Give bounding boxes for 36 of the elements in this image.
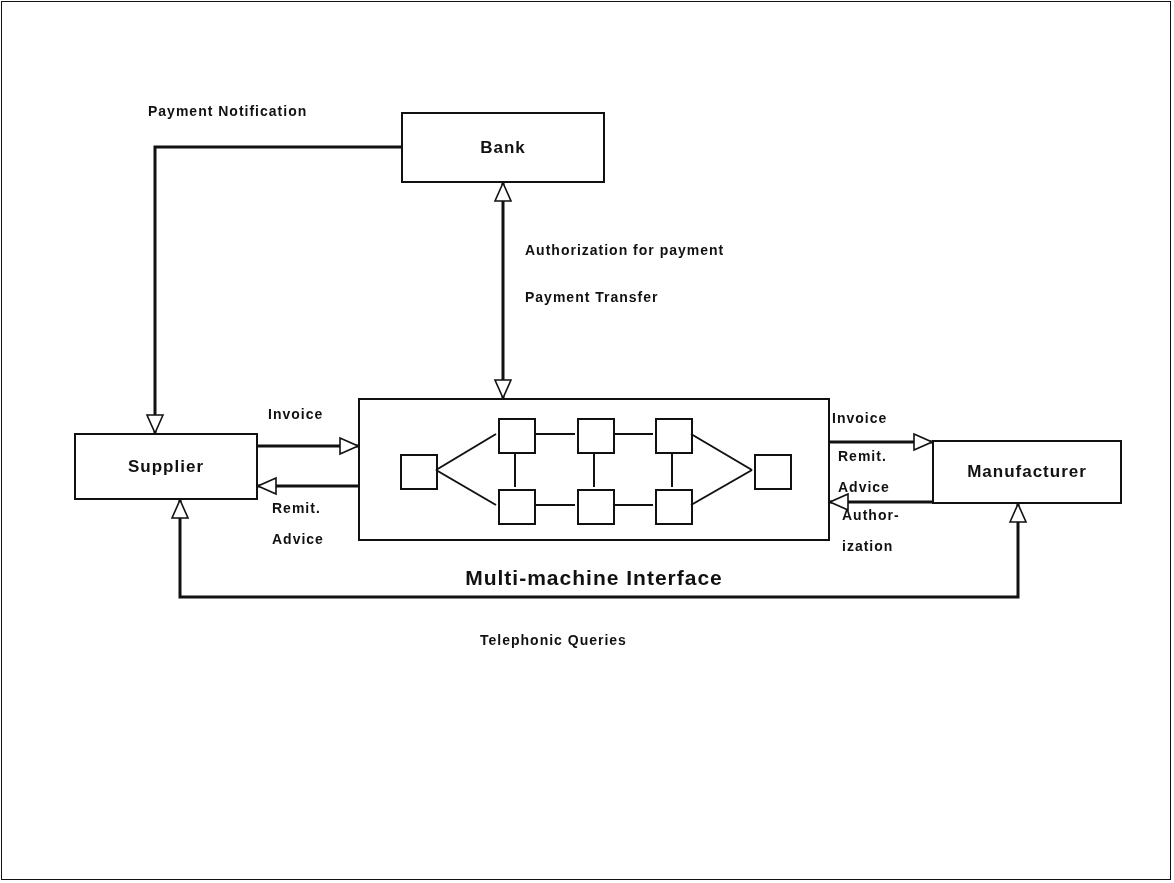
arrow (830, 433, 933, 451)
connector-line (690, 433, 753, 471)
network-node-box (577, 418, 615, 454)
process-box (932, 440, 1122, 504)
arrow (171, 499, 1027, 599)
connector-line (435, 433, 497, 471)
interface-box (358, 398, 830, 541)
connector-line (435, 469, 497, 506)
connector-line (514, 451, 516, 488)
connector-line (533, 433, 576, 435)
network-node-box (400, 454, 438, 490)
process-box (401, 112, 605, 183)
network-node-box (655, 489, 693, 525)
network-node-box (577, 489, 615, 525)
connector-line (690, 469, 753, 506)
edge-label: Remit. Advice (838, 447, 891, 497)
arrow (258, 437, 359, 455)
connector-line (612, 433, 654, 435)
node-label: Manufacturer (967, 462, 1087, 482)
network-node-box (655, 418, 693, 454)
arrow (829, 493, 932, 511)
connector-line (671, 451, 673, 488)
node-label: Supplier (128, 456, 204, 477)
connector-line (593, 451, 595, 488)
edge-label: Remit. Advice (272, 499, 325, 549)
node-label: Bank (480, 137, 526, 158)
connector-line (612, 504, 654, 506)
arrow (257, 477, 358, 495)
arrow (146, 145, 401, 434)
network-node-box (498, 489, 536, 525)
arrow (494, 182, 512, 399)
network-node-box (498, 418, 536, 454)
annotation-text: Author- ization (842, 506, 901, 556)
network-node-box (754, 454, 792, 490)
connector-line (533, 504, 576, 506)
process-box (74, 433, 258, 500)
